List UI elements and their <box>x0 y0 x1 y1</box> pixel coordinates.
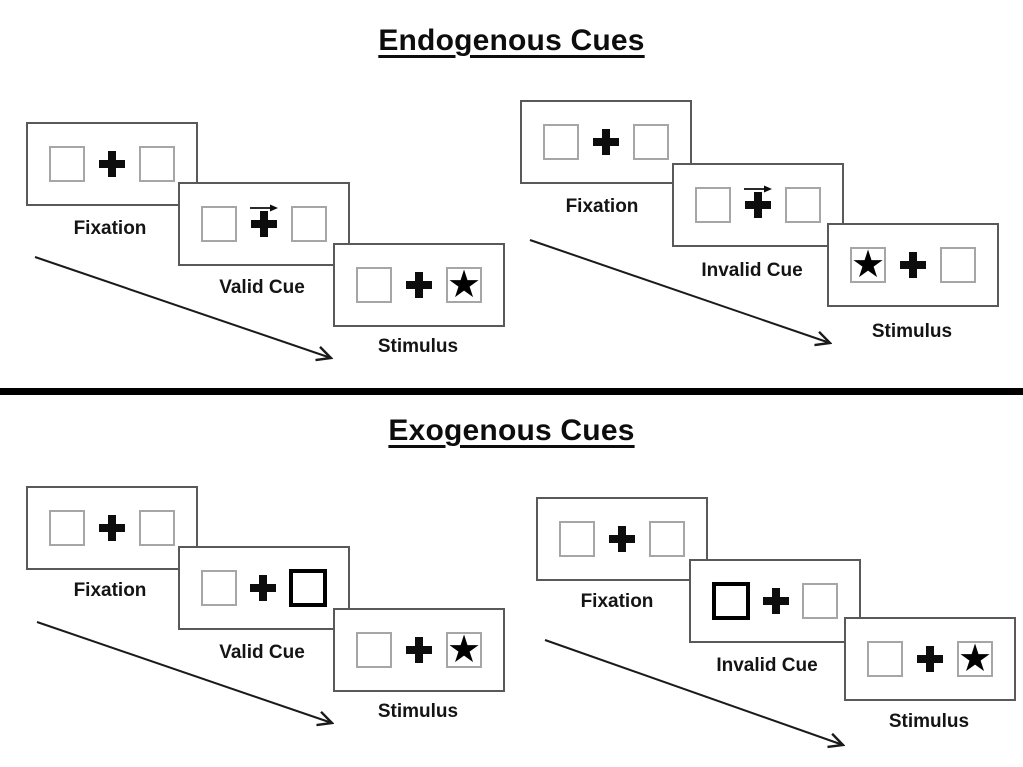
fixation-cross-icon <box>609 526 635 552</box>
target-star-icon: ★ <box>446 262 482 306</box>
cue-screen-arrow-right <box>178 182 350 266</box>
cue-screen-arrow-right <box>672 163 844 247</box>
fixation-screen <box>520 100 692 184</box>
fixation-cross-icon <box>763 588 789 614</box>
fixation-cross-icon <box>745 192 771 218</box>
placeholder-box-left <box>867 641 903 677</box>
panel-label: Fixation <box>565 196 639 217</box>
panel-label: Valid Cue <box>219 642 305 663</box>
section-divider <box>0 388 1023 395</box>
stimulus-screen: ★ <box>333 243 505 327</box>
panel-label: Valid Cue <box>219 277 305 298</box>
fixation-screen <box>26 486 198 570</box>
stimulus-screen: ★ <box>827 223 999 307</box>
fixation-cross-icon <box>900 252 926 278</box>
fixation-cross-icon <box>917 646 943 672</box>
target-star-icon: ★ <box>957 636 993 680</box>
panel-label: Stimulus <box>377 701 459 722</box>
placeholder-box-right <box>139 510 175 546</box>
placeholder-box-left <box>356 632 392 668</box>
cue-screen-highlight-right <box>178 546 350 630</box>
panel-label: Invalid Cue <box>716 655 818 676</box>
cue-highlight-box-right <box>289 569 327 607</box>
cue-screen-highlight-left <box>689 559 861 643</box>
fixation-cross-icon <box>99 515 125 541</box>
section-title-exogenous: Exogenous Cues <box>388 414 635 447</box>
placeholder-box-left <box>695 187 731 223</box>
panel-label: Stimulus <box>871 321 953 342</box>
target-box-right: ★ <box>957 636 993 680</box>
placeholder-box-right <box>633 124 669 160</box>
placeholder-box-left <box>543 124 579 160</box>
stimulus-screen: ★ <box>844 617 1016 701</box>
placeholder-box-right <box>291 206 327 242</box>
fixation-screen <box>536 497 708 581</box>
right-arrow-icon <box>250 204 278 212</box>
placeholder-box-left <box>356 267 392 303</box>
target-star-icon: ★ <box>850 242 886 286</box>
placeholder-box-left <box>49 510 85 546</box>
panel-label: Stimulus <box>888 711 970 732</box>
placeholder-box-left <box>49 146 85 182</box>
timeline-arrow <box>34 256 342 368</box>
timeline-arrow <box>544 639 853 755</box>
fixation-cross-icon <box>250 575 276 601</box>
placeholder-box-right <box>802 583 838 619</box>
panel-label: Fixation <box>73 580 147 601</box>
panel-label: Fixation <box>580 591 654 612</box>
fixation-cross-icon <box>99 151 125 177</box>
target-star-icon: ★ <box>446 627 482 671</box>
placeholder-box-right <box>139 146 175 182</box>
panel-label: Stimulus <box>377 336 459 357</box>
fixation-cross-icon <box>251 211 277 237</box>
fixation-screen <box>26 122 198 206</box>
timeline-arrow <box>36 621 342 733</box>
placeholder-box-left <box>201 570 237 606</box>
panel-label: Invalid Cue <box>701 260 803 281</box>
panel-label: Fixation <box>73 218 147 239</box>
fixation-cross-icon <box>593 129 619 155</box>
target-box-right: ★ <box>446 627 482 671</box>
stimulus-screen: ★ <box>333 608 505 692</box>
right-arrow-icon <box>744 185 772 193</box>
cue-highlight-box-left <box>712 582 750 620</box>
placeholder-box-left <box>559 521 595 557</box>
timeline-arrow <box>529 239 840 353</box>
fixation-cross-icon <box>406 637 432 663</box>
fixation-cross-icon <box>406 272 432 298</box>
target-box-right: ★ <box>446 262 482 306</box>
placeholder-box-right <box>940 247 976 283</box>
target-box-left: ★ <box>850 242 886 286</box>
placeholder-box-right <box>785 187 821 223</box>
section-title-endogenous: Endogenous Cues <box>378 24 645 57</box>
placeholder-box-right <box>649 521 685 557</box>
placeholder-box-left <box>201 206 237 242</box>
